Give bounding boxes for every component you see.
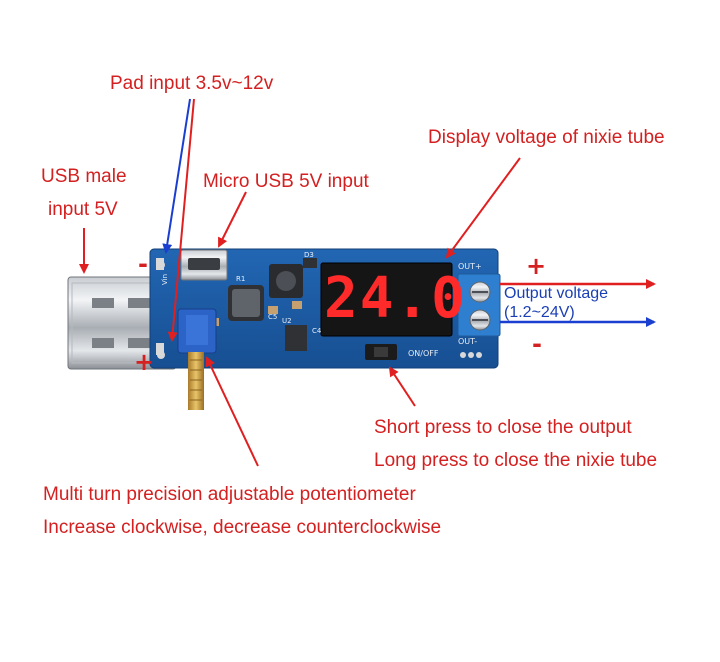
output-voltage-label-line2: (1.2~24V) [504, 304, 575, 321]
on-off-button[interactable] [365, 344, 397, 360]
output-terminal-block [457, 273, 501, 358]
usb-male-label-line1: USB male [41, 166, 127, 187]
inductor [269, 264, 303, 298]
pad-input-pins [156, 258, 164, 355]
input-minus-sign: - [138, 250, 148, 278]
silk-out-minus: OUT- [458, 337, 478, 346]
output-minus-sign: - [532, 330, 542, 358]
nixie-display [320, 262, 453, 337]
silk-u2: U2 [282, 317, 292, 325]
silk-vin: Vin [161, 273, 170, 286]
silk-d3: D3 [304, 251, 314, 259]
potentiometer-label-line1: Multi turn precision adjustable potentio… [43, 484, 416, 505]
silk-on-off: ON/OFF [408, 349, 439, 358]
output-voltage-label-line1: Output voltage [504, 285, 609, 302]
display-voltage-label: Display voltage of nixie tube [428, 127, 665, 148]
power-components [209, 258, 317, 351]
display-digits: 24.0 [324, 266, 467, 331]
silk-out-plus: OUT+ [458, 262, 482, 271]
annotation-arrows [79, 98, 656, 467]
silk-c5: C5 [268, 313, 278, 321]
potentiometer [177, 308, 217, 410]
output-plus-sign: + [526, 252, 547, 280]
potentiometer-label-line2: Increase clockwise, decrease countercloc… [43, 517, 442, 538]
input-plus-sign: + [134, 348, 155, 376]
micro-usb-label: Micro USB 5V input [203, 171, 369, 192]
long-press-label: Long press to close the nixie tube [374, 450, 658, 471]
pad-input-label: Pad input 3.5v~12v [110, 73, 274, 94]
usb-male-label-line2: input 5V [48, 199, 118, 220]
silk-c4: C4 [312, 327, 322, 335]
micro-usb-connector [180, 249, 228, 281]
silk-r1: R1 [236, 275, 246, 283]
short-press-label: Short press to close the output [374, 417, 632, 438]
